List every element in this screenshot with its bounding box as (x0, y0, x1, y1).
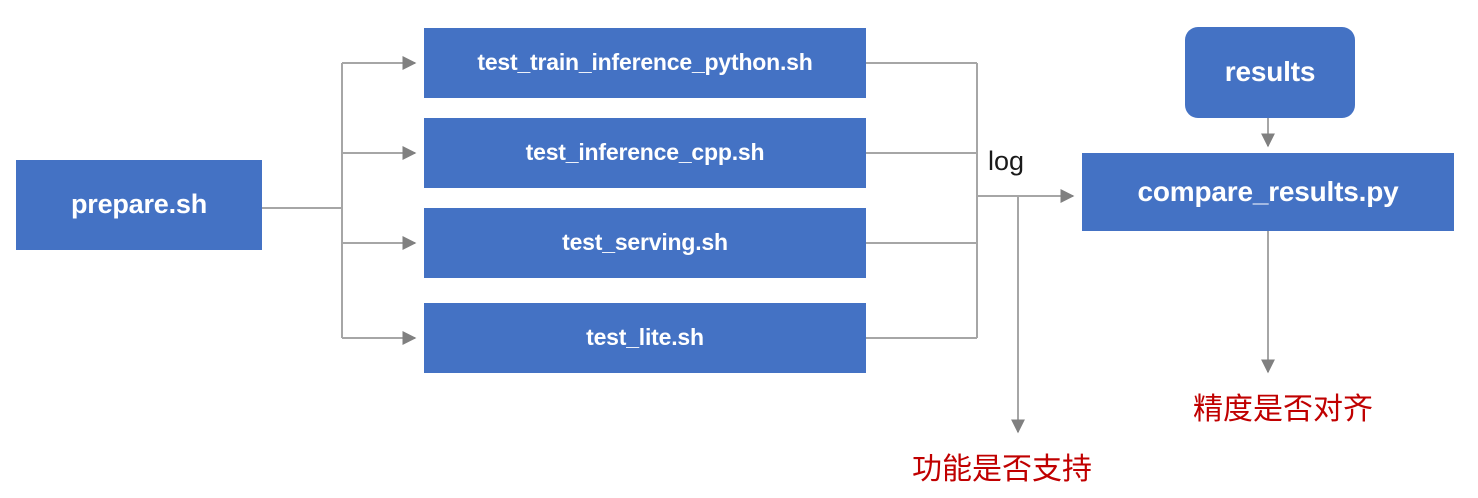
note-function-supported: 功能是否支持 (912, 452, 1092, 487)
node-test-inference-cpp-sh[interactable]: test_inference_cpp.sh (424, 118, 866, 188)
node-results[interactable]: results (1185, 27, 1355, 118)
node-prepare-sh[interactable]: prepare.sh (16, 160, 262, 250)
edge-label-log: log (988, 146, 1025, 176)
node-compare-results-py[interactable]: compare_results.py (1082, 153, 1454, 231)
note-precision-aligned: 精度是否对齐 (1193, 392, 1373, 427)
node-test-train-inference-python-sh[interactable]: test_train_inference_python.sh (424, 28, 866, 98)
node-test-serving-sh[interactable]: test_serving.sh (424, 208, 866, 278)
node-test-lite-sh[interactable]: test_lite.sh (424, 303, 866, 373)
